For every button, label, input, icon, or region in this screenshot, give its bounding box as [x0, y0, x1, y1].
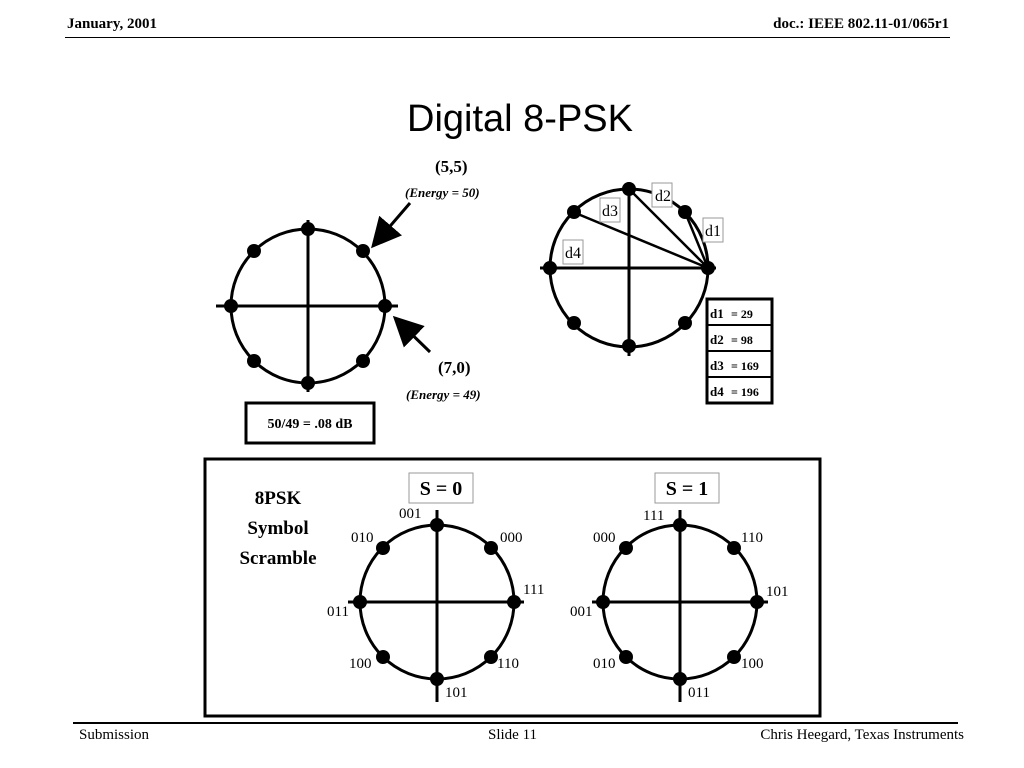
symbol-point: [376, 650, 390, 664]
constellation-point: [678, 205, 692, 219]
constellation-point: [301, 376, 315, 390]
symbol-point: [673, 518, 687, 532]
symbol-point: [376, 541, 390, 555]
table-d3-value: = 169: [731, 359, 759, 373]
constellation-point: [224, 299, 238, 313]
footer-submission: Submission: [79, 727, 150, 743]
symbol-point: [727, 650, 741, 664]
symbol-point: [596, 595, 610, 609]
symbol-point: [353, 595, 367, 609]
header-doc-id: doc.: IEEE 802.11-01/065r1: [773, 16, 949, 32]
distance-constellation: d2 d3 d1 d4 d1 = 29 d2 = 98 d3 = 169 d4 …: [540, 182, 774, 405]
label-d4: d4: [565, 245, 581, 262]
s1-label-bottom-left: 010: [593, 656, 616, 672]
slide-title: Digital 8-PSK: [407, 98, 633, 140]
ratio-text: 50/49 = .08 dB: [268, 417, 353, 432]
scramble-heading-line1: 8PSK: [255, 488, 302, 509]
s1-title: S = 1: [666, 478, 709, 500]
symbol-point: [673, 672, 687, 686]
label-d2: d2: [655, 188, 671, 205]
footer-author: Chris Heegard, Texas Instruments: [760, 727, 964, 743]
arrow-to-point-a: [371, 202, 412, 249]
s0-label-top-right: 000: [500, 530, 523, 546]
s1-label-bottom-right: 100: [741, 656, 764, 672]
s1-label-bottom: 011: [688, 685, 710, 701]
symbol-point: [750, 595, 764, 609]
distance-line-d1: [683, 211, 710, 269]
constellation-point: [622, 339, 636, 353]
header-date: January, 2001: [67, 16, 158, 32]
constellation-point: [378, 299, 392, 313]
scramble-heading-line3: Scramble: [239, 548, 316, 569]
arrow-to-point-b: [392, 315, 432, 354]
s1-label-top: 111: [643, 508, 664, 524]
s0-label-left: 011: [327, 604, 349, 620]
constellation-point: [356, 244, 370, 258]
symbol-point: [430, 672, 444, 686]
table-d3-label: d3: [710, 358, 724, 373]
s1-label-right: 101: [766, 584, 789, 600]
point-b-coord: (7,0): [438, 358, 471, 377]
symbol-point: [484, 541, 498, 555]
constellation-point: [678, 316, 692, 330]
energy-constellation: (5,5) (Energy = 50) (7,0) (Energy = 49) …: [216, 157, 481, 445]
constellation-point: [543, 261, 557, 275]
constellation-point: [247, 354, 261, 368]
label-d3: d3: [602, 203, 618, 220]
header-divider: [65, 37, 950, 38]
scramble-panel-border: [203, 457, 822, 718]
s0-label-bottom-right: 110: [497, 656, 519, 672]
point-a-energy: (Energy = 50): [405, 185, 480, 200]
constellation-point: [622, 182, 636, 196]
ratio-box: [244, 401, 376, 445]
constellation-point: [301, 222, 315, 236]
constellation-point: [567, 205, 581, 219]
table-d1-label: d1: [710, 306, 724, 321]
s1-label-left: 001: [570, 604, 593, 620]
symbol-point: [727, 541, 741, 555]
label-d1: d1: [705, 223, 721, 240]
s1-label-top-right: 110: [741, 530, 763, 546]
s0-label-top: 001: [399, 506, 422, 522]
table-d4-value: = 196: [731, 385, 759, 399]
constellation-s1: S = 1 111 110 101 100 011 010: [570, 472, 789, 702]
symbol-point: [619, 541, 633, 555]
constellation-point: [356, 354, 370, 368]
s0-label-bottom-left: 100: [349, 656, 372, 672]
symbol-point: [507, 595, 521, 609]
scramble-panel: 8PSK Symbol Scramble S = 0 001 000: [203, 457, 822, 718]
constellation-point: [567, 316, 581, 330]
s0-label-bottom: 101: [445, 685, 468, 701]
constellation-point: [247, 244, 261, 258]
table-d2-value: = 98: [731, 333, 753, 347]
s1-label-top-left: 000: [593, 530, 616, 546]
distance-line-d2: [628, 188, 709, 269]
table-d1-value: = 29: [731, 307, 753, 321]
symbol-point: [484, 650, 498, 664]
table-d4-label: d4: [710, 384, 724, 399]
s0-title: S = 0: [420, 478, 463, 500]
point-a-coord: (5,5): [435, 157, 468, 176]
scramble-heading-line2: Symbol: [247, 518, 308, 539]
footer-divider: [73, 722, 958, 724]
constellation-point: [701, 261, 715, 275]
distance-line-d3: [572, 210, 709, 270]
footer-slide-number: Slide 11: [488, 727, 538, 743]
s0-label-right: 111: [523, 582, 544, 598]
symbol-point: [430, 518, 444, 532]
s0-label-top-left: 010: [351, 530, 374, 546]
point-b-energy: (Energy = 49): [406, 387, 481, 402]
symbol-point: [619, 650, 633, 664]
table-d2-label: d2: [710, 332, 724, 347]
constellation-s0: S = 0 001 000 111 110 101 100: [327, 472, 544, 702]
